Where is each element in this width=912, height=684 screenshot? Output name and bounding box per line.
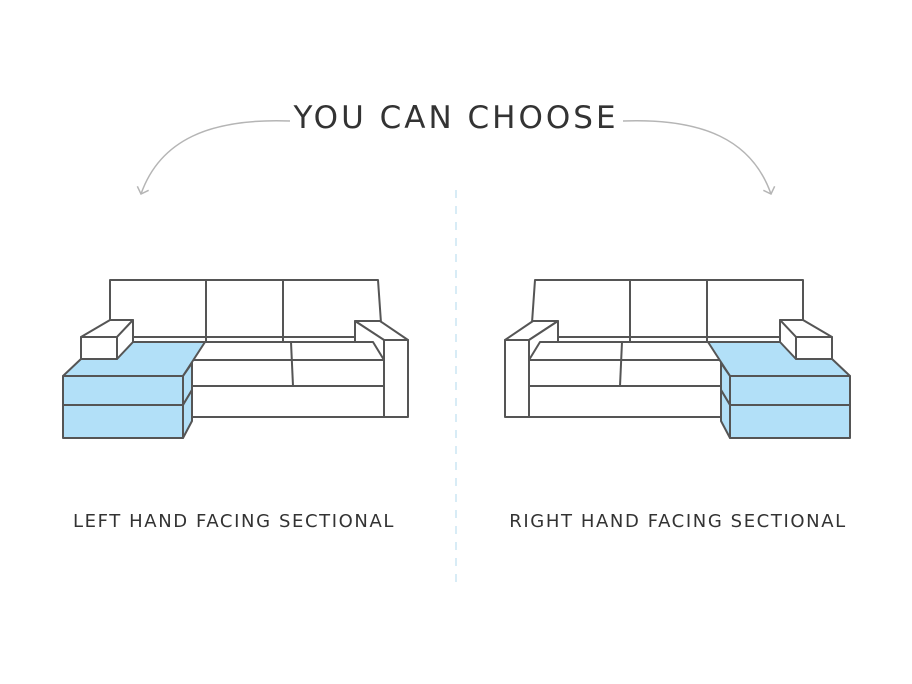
seat-cushion-divider — [290, 341, 294, 387]
chaise-lower-side — [720, 389, 731, 439]
seat-top — [191, 341, 385, 361]
heading: YOU CAN CHOOSE — [293, 100, 619, 136]
right-arm-front — [795, 336, 833, 360]
sofa-back — [109, 279, 383, 338]
sofa-base — [528, 385, 722, 418]
right-arm-side — [383, 339, 409, 418]
chaise-lower-front — [62, 404, 184, 439]
right-hand-facing-sectional-illustration — [504, 279, 851, 439]
right-hand-facing-label: RIGHT HAND FACING SECTIONAL — [509, 511, 847, 532]
chaise-lower-side — [182, 389, 193, 439]
sofa-base — [191, 385, 385, 418]
chaise-lower-front — [729, 404, 851, 439]
left-hand-facing-sectional-illustration — [62, 279, 409, 439]
seat-top — [528, 341, 722, 361]
left-curved-arrow — [136, 119, 291, 196]
right-curved-arrow — [622, 119, 776, 196]
seat-cushion-divider — [619, 341, 623, 387]
left-arm-side — [116, 319, 134, 360]
seat-cushion-front — [191, 359, 385, 387]
right-arm-side — [779, 319, 797, 360]
chaise-upper-front — [729, 375, 851, 406]
left-hand-facing-label: LEFT HAND FACING SECTIONAL — [72, 511, 395, 532]
sofa-back — [530, 279, 804, 338]
chaise-upper-front — [62, 375, 184, 406]
left-arm-side — [504, 339, 530, 418]
left-arm-front — [80, 336, 118, 360]
seat-cushion-front — [528, 359, 722, 387]
